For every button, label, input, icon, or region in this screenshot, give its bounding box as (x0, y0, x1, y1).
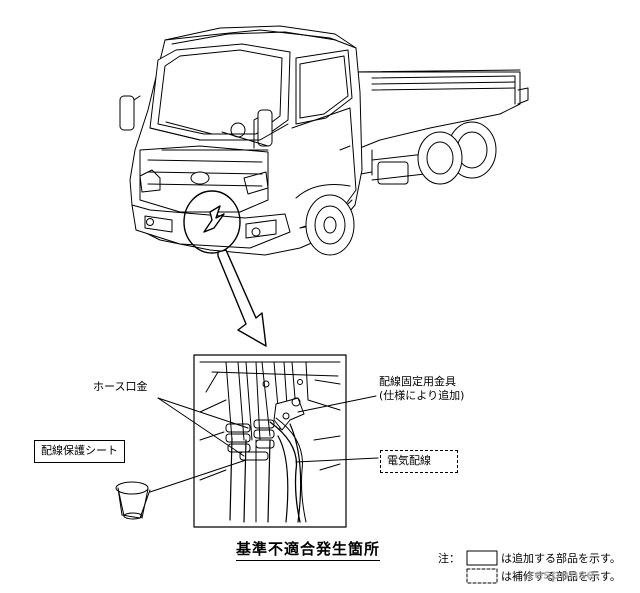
legend-solid-swatch (466, 550, 498, 566)
legend-solid-text: は追加する部品を示す。 (501, 552, 621, 565)
watermark-logo: response. (528, 568, 600, 583)
truck-illustration (119, 25, 529, 256)
diagram-title: 基準不適合発生箇所 (236, 538, 381, 561)
legend-note: 注： (438, 552, 460, 565)
leader-bracket (297, 395, 377, 413)
highlight-circle (183, 190, 241, 254)
bracket-label: 配線固定用金具 (379, 375, 456, 388)
leader-hose (157, 397, 249, 429)
legend-dashed-text: は補修する部品を示す。 (501, 570, 621, 583)
detail-image (199, 361, 341, 523)
hose-fitting-label: ホース口金 (93, 380, 148, 393)
leader-hose-2 (157, 397, 245, 457)
protect-sheet-icon (115, 481, 151, 520)
legend-dashed-swatch (466, 568, 498, 584)
wiring-label: 電気配線 (387, 454, 431, 467)
bracket-label-box: 配線固定用金具 (仕様により追加) (373, 374, 470, 405)
wiring-box: 電気配線 (380, 450, 458, 473)
location-bolt (203, 205, 225, 233)
callout-arrow (217, 249, 267, 347)
bracket-note: (仕様により追加) (379, 389, 465, 402)
protect-sheet-label: 配線保護シート (41, 444, 118, 457)
leader-wiring (295, 457, 379, 463)
leader-sheet (149, 459, 247, 493)
protect-sheet-box: 配線保護シート (34, 440, 125, 463)
